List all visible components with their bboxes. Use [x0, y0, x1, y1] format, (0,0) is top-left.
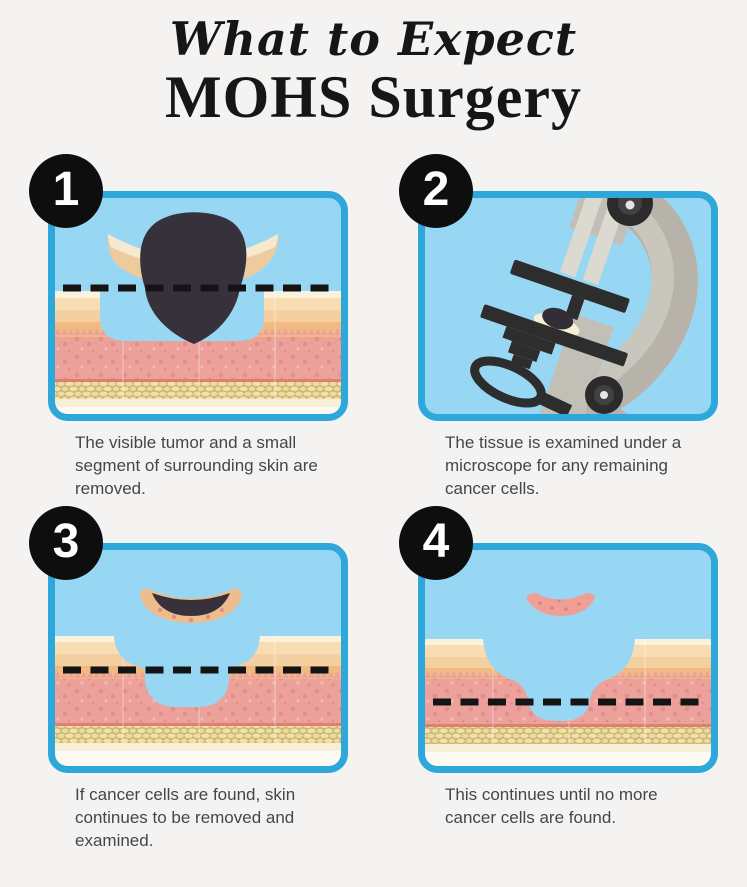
page-title: MOHS Surgery — [165, 63, 582, 130]
step-3: 3 — [29, 505, 348, 887]
step-1-number-badge: 1 — [29, 153, 103, 228]
step-3-illustration — [48, 542, 348, 773]
step-3-caption: If cancer cells are found, skin continue… — [75, 784, 296, 850]
step-1-illustration — [48, 190, 348, 421]
step-2: 2 — [399, 153, 718, 535]
step-1-caption: The visible tumor and a small segment of… — [75, 432, 318, 498]
step-1: 1 — [29, 153, 348, 535]
step-4-number-badge: 4 — [399, 505, 473, 580]
step-4-caption: This continues until no more cancer cell… — [445, 784, 658, 827]
step-3-number-badge: 3 — [29, 505, 103, 580]
script-title: What to Expect — [169, 12, 578, 66]
step-2-illustration — [418, 190, 718, 421]
step-4: 4 — [399, 505, 718, 887]
step-2-number-badge: 2 — [399, 153, 473, 228]
step-2-caption: The tissue is examined under a microscop… — [445, 432, 682, 498]
infographic-header: What to Expect MOHS Surgery — [0, 0, 747, 129]
step-4-illustration — [418, 542, 718, 773]
steps-grid: 1 — [0, 153, 747, 887]
